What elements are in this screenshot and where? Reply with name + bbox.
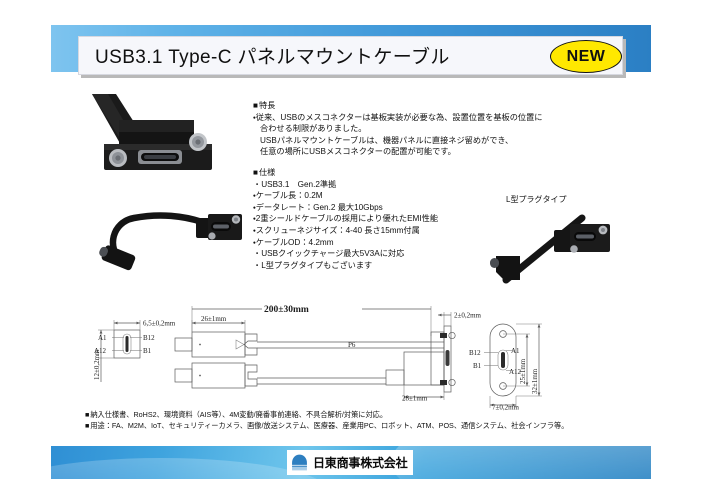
company-logo-icon	[292, 454, 307, 471]
page-title: USB3.1 Type-C パネルマウントケーブル	[95, 47, 450, 68]
spec-item-0: USB3.1 Gen.2準拠	[253, 179, 563, 191]
product-photo-full-cable	[98, 202, 243, 274]
header-title-box: USB3.1 Type-C パネルマウントケーブル	[78, 36, 623, 75]
pin-label-b1: B1	[143, 347, 152, 355]
dim-plug-width: 6,5±0,2mm	[143, 320, 176, 328]
panel-pin-b1: B1	[473, 362, 482, 370]
spec-item-3: 2重シールドケーブルの採用により優れたEMI性能	[253, 213, 563, 225]
text-column: 特長 ・従来、USBのメスコネクターは基板実装が必要な為、設置位置を基板の位置に…	[253, 100, 563, 271]
full-cable-illustration	[99, 212, 242, 271]
dim-overall-length: 200±30mm	[264, 305, 309, 315]
ltype-plug-illustration	[490, 214, 610, 284]
pin-label-b12: B12	[143, 334, 155, 342]
dim-panel-width: 7±0,2mm	[492, 404, 520, 412]
dim-plug-height: 12±0,2mm	[93, 349, 101, 380]
receptacle-side-view: 2±0,2mm 28±1mm	[385, 312, 482, 403]
cable-run: P6	[257, 341, 431, 385]
connector-closeup-illustration	[92, 94, 212, 170]
plug-side-view-bottom	[174, 362, 258, 389]
spec-item-1: ケーブル長：0.2M	[253, 190, 563, 202]
spec-item-2: データレート：Gen.2 最大10Gbps	[253, 202, 563, 214]
features-line-0: ・従来、USBのメスコネクターは基板実装が必要な為、設置位置を基板の位置に	[253, 112, 543, 122]
company-name: 日東商事株式会社	[313, 456, 408, 470]
panel-pin-a1: A1	[511, 347, 520, 355]
product-photo-connector-closeup	[86, 92, 246, 197]
panel-pin-a12: A12	[509, 368, 522, 376]
content-area: 特長 ・従来、USBのメスコネクターは基板実装が必要な為、設置位置を基板の位置に…	[78, 84, 624, 432]
footnote-0: 納入仕様書、RoHS2、環境資料（AIS等）、4M変動/廃番事前連絡、不具合解析…	[85, 410, 630, 421]
dim-receptacle-length: 28±1mm	[402, 395, 428, 403]
panel-face-view: B12 B1 A1 A12 25±1mm	[469, 323, 542, 412]
cable-print-mark: P6	[348, 341, 356, 349]
specs-heading: 仕様	[253, 167, 563, 179]
footer-swoosh-right	[391, 446, 651, 479]
company-logo-block: 日東商事株式会社	[287, 450, 414, 475]
spec-item-6: USBクイックチャージ最大5V3Aに対応	[253, 248, 563, 260]
technical-drawing: .ln2{stroke:#5b5b5b;stroke-width:.7;fill…	[86, 296, 621, 418]
footnote-1: 用途：FA、M2M、IoT、セキュリティーカメラ、画像/放送システム、医療器、産…	[85, 421, 630, 432]
plug-side-view-top: 26±1mm	[174, 315, 258, 358]
dim-plug-body-length: 26±1mm	[201, 315, 227, 323]
footnotes: 納入仕様書、RoHS2、環境資料（AIS等）、4M変動/廃番事前連絡、不具合解析…	[85, 410, 630, 431]
features-line-1: 合わせる制限がありました。	[260, 124, 367, 134]
pin-label-a1: A1	[98, 334, 107, 342]
panel-pin-b12: B12	[469, 349, 481, 357]
features-heading: 特長	[253, 100, 563, 112]
new-badge: NEW	[550, 40, 622, 73]
text-spacer	[253, 158, 563, 167]
dim-panel-thickness: 2±0,2mm	[454, 312, 482, 320]
features-line-2: USBパネルマウントケーブルは、機器パネルに直接ネジ留めができ、	[260, 135, 514, 145]
overall-length-dim: 200±30mm	[191, 305, 432, 336]
ltype-plug-label: L型プラグタイプ	[506, 195, 567, 204]
dim-panel-height: 32±1mm	[531, 368, 539, 394]
spec-item-7: L型プラグタイプもございます	[253, 260, 563, 272]
new-badge-label: NEW	[566, 47, 606, 65]
product-photo-ltype-plug	[490, 210, 620, 286]
dim-hole-pitch: 25±1mm	[519, 358, 527, 384]
plug-end-view: 6,5±0,2mm 12±0,2mm A1 A12 B12 B1	[93, 320, 176, 382]
features-line-3: 任意の場所にUSBメスコネクターの配置が可能です。	[260, 147, 456, 157]
spec-item-5: ケーブルOD：4.2mm	[253, 237, 563, 249]
spec-item-4: スクリューネジサイズ：4-40 長さ15mm付属	[253, 225, 563, 237]
pin-label-a12: A12	[94, 347, 107, 355]
dimension-drawing-svg: .ln2{stroke:#5b5b5b;stroke-width:.7;fill…	[93, 305, 542, 412]
